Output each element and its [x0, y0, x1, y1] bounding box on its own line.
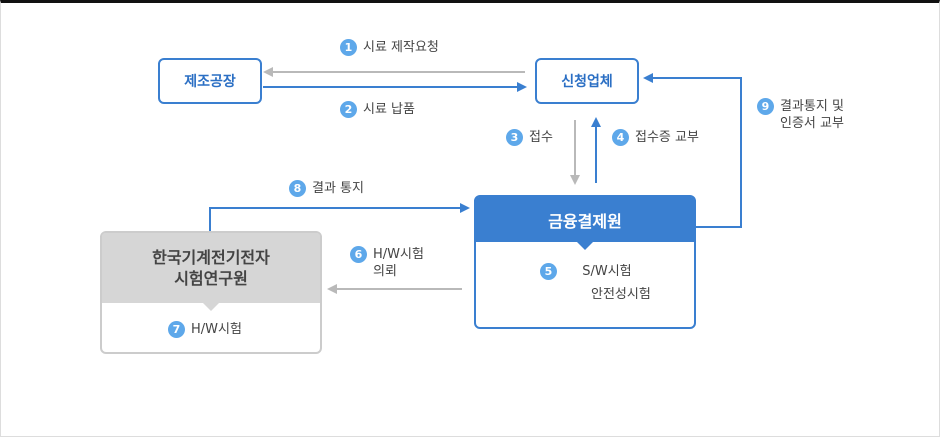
step-5-badge: 5: [540, 263, 557, 280]
step-6-text-line1: H/W시험: [373, 247, 424, 262]
arrow-step-8: [209, 203, 470, 231]
node-ftc-label: 금융결제원: [548, 211, 622, 231]
step-9: 9 결과통지 및 인증서 교부: [757, 98, 844, 132]
step-3: 3 접수: [506, 129, 553, 146]
node-ktl: 한국기계전기전자 시험연구원 7 H/W시험: [100, 231, 322, 354]
node-ktl-label-line1: 한국기계전기전자: [152, 248, 270, 267]
step-6: 6 H/W시험 의뢰: [350, 246, 424, 280]
node-applicant: 신청업체: [535, 58, 639, 104]
node-ftc-header: 금융결제원: [476, 197, 694, 250]
step-8: 8 결과 통지: [289, 180, 364, 197]
step-3-text: 접수: [529, 130, 553, 145]
node-ktl-label-line2: 시험연구원: [174, 269, 248, 288]
step-4-text: 접수증 교부: [635, 130, 699, 145]
step-5-text-line1: S/W시험: [582, 264, 632, 279]
step-8-badge: 8: [289, 180, 306, 197]
step-2-text: 시료 납품: [363, 102, 415, 117]
step-3-badge: 3: [506, 129, 523, 146]
step-6-badge: 6: [350, 246, 367, 263]
node-factory-label: 제조공장: [184, 74, 236, 90]
step-1-text: 시료 제작요청: [363, 40, 439, 55]
step-7-badge: 7: [168, 321, 185, 338]
step-7: 7 H/W시험: [168, 321, 242, 338]
step-5-text-line2: 안전성시험: [591, 287, 651, 302]
step-9-text-line2: 인증서 교부: [780, 116, 844, 131]
step-9-badge: 9: [757, 98, 774, 115]
node-factory: 제조공장: [158, 58, 262, 104]
step-5: 5 S/W시험 안전성시험: [540, 263, 651, 303]
step-8-text: 결과 통지: [312, 181, 364, 196]
step-2-badge: 2: [340, 101, 357, 118]
node-ftc: 금융결제원 5 S/W시험 안전성시험: [474, 195, 696, 329]
step-4: 4 접수증 교부: [612, 129, 699, 146]
node-ktl-header: 한국기계전기전자 시험연구원: [102, 233, 320, 311]
node-applicant-label: 신청업체: [561, 74, 613, 90]
step-7-text: H/W시험: [191, 322, 242, 337]
step-6-text-line2: 의뢰: [373, 264, 397, 279]
step-1-badge: 1: [340, 39, 357, 56]
arrow-step-9: [643, 73, 742, 228]
step-4-badge: 4: [612, 129, 629, 146]
step-9-text-line1: 결과통지 및: [780, 99, 844, 114]
step-2: 2 시료 납품: [340, 101, 415, 118]
step-1: 1 시료 제작요청: [340, 39, 439, 56]
